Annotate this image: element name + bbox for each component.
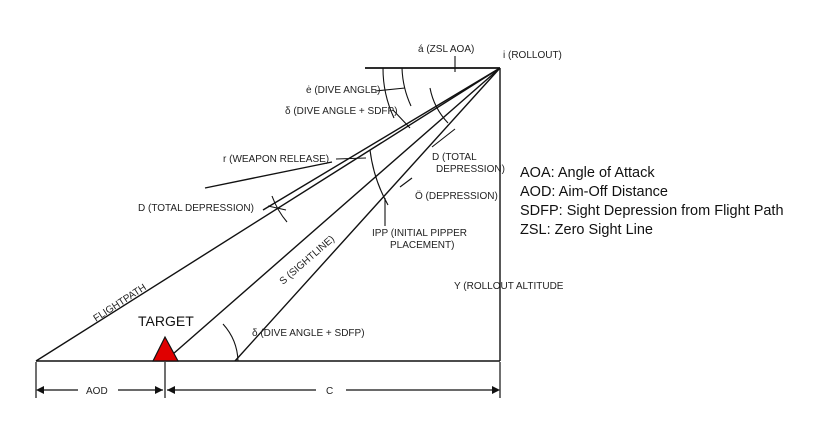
- weapon-release-pointer: [335, 157, 367, 160]
- legend-item-aoa: AOA: Angle of Attack: [520, 165, 655, 181]
- depression-label: Ö (DEPRESSION): [415, 190, 498, 202]
- aod-arrow-right: [155, 386, 163, 394]
- abbreviation-legend: AOA: Angle of Attack AOD: Aim-Off Distan…: [512, 160, 828, 256]
- aod-label: AOD: [86, 386, 108, 397]
- weapon-release-line: [204, 161, 333, 189]
- total-depression-arc-left: [271, 195, 288, 223]
- weapon-release-label: r (WEAPON RELEASE): [223, 154, 329, 165]
- total-depression-right-label-2: DEPRESSION): [436, 164, 505, 175]
- dive-angle-sdfp-label: δ (DIVE ANGLE + SDFP): [285, 106, 398, 117]
- zsl-aoa-arc: [401, 67, 412, 107]
- sightline-line: [164, 67, 501, 362]
- ipp-line: [234, 67, 501, 362]
- total-depression-pointer: [267, 205, 287, 211]
- diagram-panel: [18, 40, 570, 415]
- depression-pointer: [399, 177, 413, 188]
- dive-angle-arc: [382, 67, 395, 119]
- dive-angle-pointer: [374, 87, 406, 92]
- dive-angle-sdfp-bottom-label: δ (DIVE ANGLE + SDFP): [252, 328, 365, 339]
- c-label: C: [326, 386, 333, 397]
- rollout-label: i (ROLLOUT): [503, 50, 562, 61]
- legend-item-aod: AOD: Aim-Off Distance: [520, 184, 668, 200]
- c-arrow-right: [492, 386, 500, 394]
- depression-arc: [369, 149, 389, 206]
- legend-item-zsl: ZSL: Zero Sight Line: [520, 222, 653, 238]
- flightpath-line: [35, 67, 501, 362]
- legend-item-sdfp: SDFP: Sight Depression from Flight Path: [520, 203, 784, 219]
- ipp-label-1: IPP (INITIAL PIPPER: [372, 228, 467, 239]
- dive-sdfp-pointer: [392, 109, 411, 129]
- ipp-label-2: PLACEMENT): [390, 240, 454, 251]
- bottom-angle-arc: [222, 323, 239, 362]
- rollout-altitude-label: Y (ROLLOUT ALTITUDE: [454, 281, 564, 292]
- total-depression-arc-right: [429, 87, 449, 124]
- target-label: TARGET: [138, 313, 194, 329]
- zsl-aoa-label: á (ZSL AOA): [418, 44, 474, 55]
- weapon-release-aim-line: [262, 67, 501, 211]
- c-arrow-left: [167, 386, 175, 394]
- dive-angle-label: ė (DIVE ANGLE): [306, 85, 380, 96]
- target-icon: [152, 335, 180, 362]
- aod-arrow-left: [36, 386, 44, 394]
- total-depression-right-label-1: D (TOTAL: [432, 152, 477, 163]
- total-depression-right-pointer: [431, 128, 456, 148]
- total-depression-left-label: D (TOTAL DEPRESSION): [138, 203, 254, 214]
